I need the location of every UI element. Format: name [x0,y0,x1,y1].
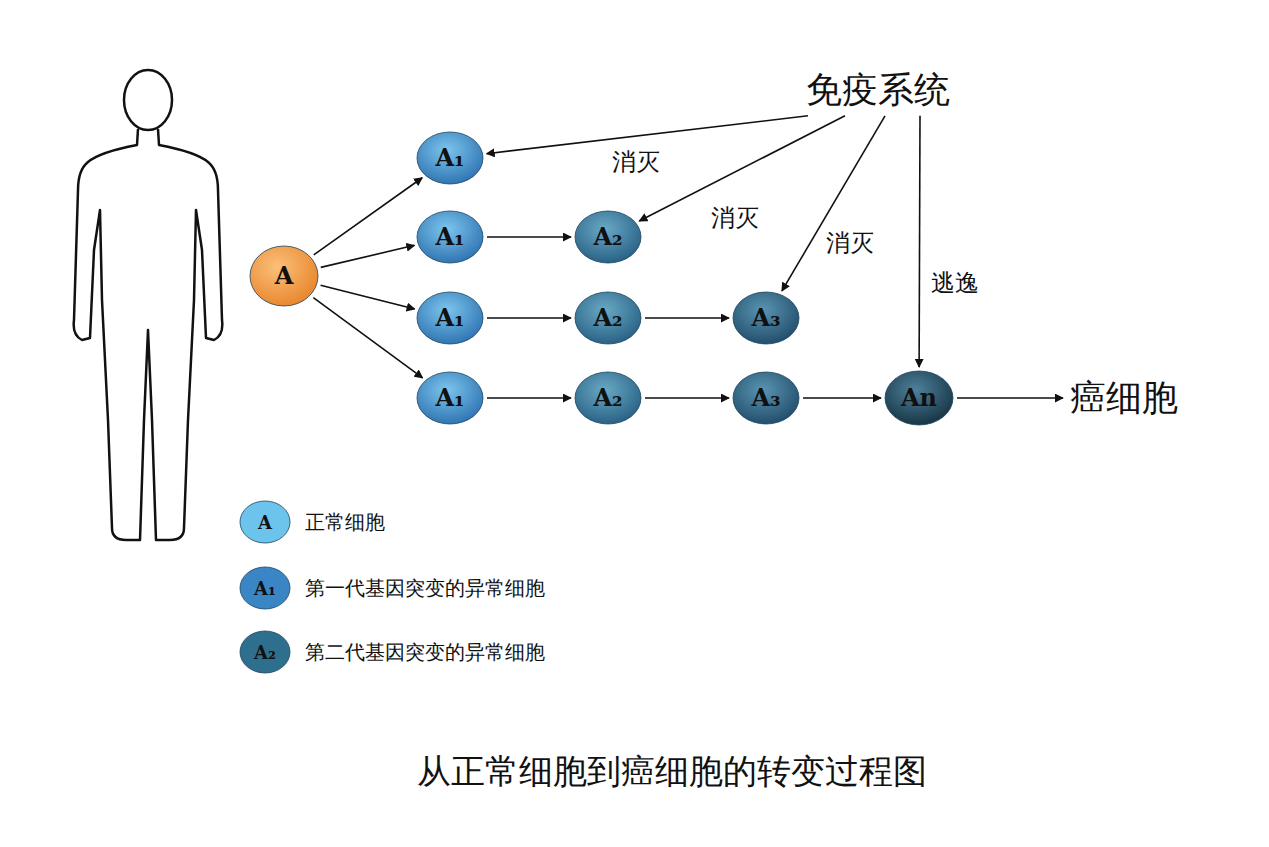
legend-swatch: A₂ [239,630,291,674]
arrow-connector [803,397,881,399]
mutant-cell: A₁ [416,131,484,185]
arrow-connector [487,317,571,319]
outcome-label: 癌细胞 [1066,376,1182,420]
cancer-precursor-cell: An [884,370,954,426]
cell-name: A₁ [435,305,464,331]
mutant-cell: A₃ [732,291,800,345]
mutant-cell: A₁ [416,291,484,345]
edge-label: 消灭 [709,205,761,231]
mutant-cell: A₂ [574,371,642,425]
legend-row: A₂ 第二代基因突变的异常细胞 [239,630,545,674]
mutant-cell: A₂ [574,210,642,264]
node-label: 免疫系统 [806,70,950,110]
node-label: 癌细胞 [1070,378,1178,418]
cell-name: A₁ [435,385,464,411]
mutant-cell: A₁ [416,210,484,264]
arrow-connector [321,285,415,309]
arrow-connector [314,178,422,255]
legend-text: 正常细胞 [305,509,385,536]
cell-name: A₂ [593,385,622,411]
arrow-connector [918,116,920,367]
arrow-connector [487,236,571,238]
legend-row: A 正常细胞 [239,500,385,544]
arrow-connector [313,298,422,378]
arrow-connector [487,397,571,399]
legend-swatch: A [239,500,291,544]
edge-label: 消灭 [610,149,662,175]
swatch-letter: A₁ [254,578,276,599]
arrow-connector [957,397,1063,399]
connectors [313,116,1063,398]
legend-text: 第二代基因突变的异常细胞 [305,639,545,666]
arrow-connector [645,317,729,319]
arrow-connector [321,245,415,267]
mutant-cell: A₃ [732,371,800,425]
arrow-connector [645,397,729,399]
cell-name: An [901,385,937,411]
mutant-cell: A₁ [416,371,484,425]
cell-name: A₁ [435,145,464,171]
system-label: 免疫系统 [802,68,954,112]
legend-text: 第一代基因突变的异常细胞 [305,575,545,602]
normal-cell: A [249,245,319,307]
cell-name: A₂ [593,305,622,331]
cell-name: A₁ [435,224,464,250]
swatch-letter: A [258,512,272,533]
edge-label: 逃逸 [929,270,981,296]
legend-row: A₁ 第一代基因突变的异常细胞 [239,566,545,610]
legend-swatch: A₁ [239,566,291,610]
cell-name: A₃ [751,305,780,331]
cell-name: A₃ [751,385,780,411]
cell-name: A [275,263,294,289]
edge-label: 消灭 [824,230,876,256]
figure-caption: 从正常细胞到癌细胞的转变过程图 [417,749,927,795]
swatch-letter: A₂ [254,642,276,663]
arrow-connector [782,116,885,291]
cell-name: A₂ [593,224,622,250]
mutant-cell: A₂ [574,291,642,345]
